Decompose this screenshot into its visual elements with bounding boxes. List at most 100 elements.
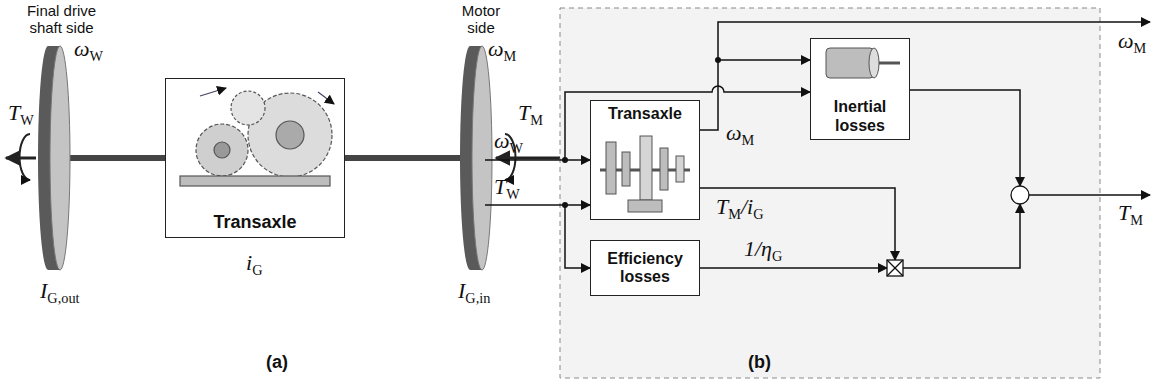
signal-wire — [700, 188, 895, 260]
gear-illustration — [196, 124, 248, 176]
transaxle-illustration — [622, 152, 630, 186]
ratio-symbol: iG — [246, 250, 262, 283]
glyph-run: G — [252, 262, 262, 278]
transaxle-illustration — [676, 156, 684, 182]
glyph-run: M — [742, 132, 755, 148]
torque-symbol: TM — [518, 100, 543, 133]
torque-arrow — [20, 134, 30, 180]
glyph-run: G,in — [465, 290, 490, 306]
glyph-run: M — [728, 206, 741, 222]
torque-symbol: TW — [8, 100, 34, 133]
signal-wire — [485, 22, 1150, 268]
motor-illustration — [869, 48, 879, 78]
block-title: Inertial losses — [815, 98, 905, 135]
glyph-run: ω — [1118, 28, 1134, 53]
signal-wire — [700, 267, 887, 269]
glyph-run: ω — [74, 36, 90, 61]
signal-name: TM — [1118, 200, 1143, 233]
signal-wire — [718, 22, 1150, 60]
sum-junction — [1011, 186, 1029, 204]
motor-illustration — [826, 48, 874, 78]
box-fill — [165, 78, 345, 238]
glyph-run: i — [246, 250, 252, 275]
glyph-run: I — [458, 278, 465, 303]
speed-symbol: ωM — [488, 36, 516, 69]
signal-name: ωM — [1118, 28, 1146, 61]
glyph-run: W — [510, 140, 524, 156]
multiply-block — [887, 260, 903, 276]
inertia-block: Inertial losses — [810, 38, 910, 140]
box-fill — [590, 240, 700, 296]
glyph-run: T — [518, 100, 530, 125]
signal-name: TM/iG — [716, 194, 764, 227]
transaxle-illustration — [640, 136, 652, 200]
glyph-run: ω — [494, 128, 510, 153]
block-title: Transaxle — [608, 105, 682, 123]
signal-name: ωW — [494, 128, 523, 161]
multiply-block — [887, 260, 903, 276]
torque-arrow — [496, 157, 560, 160]
box-fill — [590, 38, 910, 296]
gear-illustration — [200, 88, 226, 96]
gear-illustration — [318, 92, 334, 104]
glyph-run: M — [1130, 212, 1143, 228]
output-disk — [38, 46, 70, 270]
shaft — [70, 155, 165, 161]
speed-symbol: ωW — [74, 36, 103, 69]
transaxle-block: Transaxle — [590, 100, 700, 220]
signal-wire — [485, 159, 590, 161]
signal-connector — [700, 60, 810, 130]
box-fill — [590, 100, 700, 220]
glyph-run: G — [753, 206, 763, 222]
subsystem-frame — [560, 8, 1100, 378]
signal-wire — [485, 204, 590, 206]
glyph-run: M — [1134, 40, 1147, 56]
signal-wire — [910, 90, 1020, 186]
inertia-symbol: IG,out — [40, 278, 80, 311]
glyph-run: T — [716, 194, 728, 219]
gear-illustration — [231, 91, 265, 125]
transaxle-illustration — [660, 148, 668, 190]
gear-illustration — [276, 121, 304, 149]
glyph-run: G,out — [47, 290, 79, 306]
input-disk — [460, 46, 492, 270]
gear-illustration — [214, 142, 230, 158]
torque-arrow — [6, 157, 36, 160]
gear-illustration — [180, 88, 334, 186]
branch-dot — [562, 57, 721, 208]
side-caption: Motor side — [446, 2, 516, 36]
glyph-run: W — [20, 112, 34, 128]
signal-name: TW — [494, 174, 520, 207]
glyph-run: T — [494, 174, 506, 199]
multiply-block — [887, 260, 903, 276]
motor-illustration — [826, 48, 900, 78]
glyph-run: 1/η — [744, 236, 772, 261]
transaxle-box: Transaxle — [165, 78, 345, 238]
signal-name: 1/ηG — [744, 236, 782, 269]
signal-wire — [565, 86, 810, 160]
gear-illustration — [180, 176, 330, 186]
shaft — [345, 155, 470, 161]
glyph-run: T — [8, 100, 20, 125]
glyph-run: I — [40, 278, 47, 303]
glyph-run: /i — [741, 194, 753, 219]
branch-dot — [562, 202, 568, 208]
glyph-run: G — [772, 248, 782, 264]
glyph-run: ω — [726, 120, 742, 145]
input-disk — [472, 46, 492, 270]
panel-label: (a) — [266, 352, 288, 373]
signal-name: ωM — [726, 120, 754, 153]
glyph-run: W — [90, 48, 104, 64]
output-disk — [50, 46, 70, 270]
signal-wire — [1029, 194, 1150, 196]
glyph-run: T — [1118, 200, 1130, 225]
glyph-run: W — [506, 186, 520, 202]
transaxle-illustration — [600, 136, 690, 212]
efficiency-block: Efficiency losses — [590, 240, 700, 296]
block-title: Transaxle — [213, 212, 296, 233]
inertia-symbol: IG,in — [458, 278, 490, 311]
transaxle-illustration — [628, 200, 662, 212]
